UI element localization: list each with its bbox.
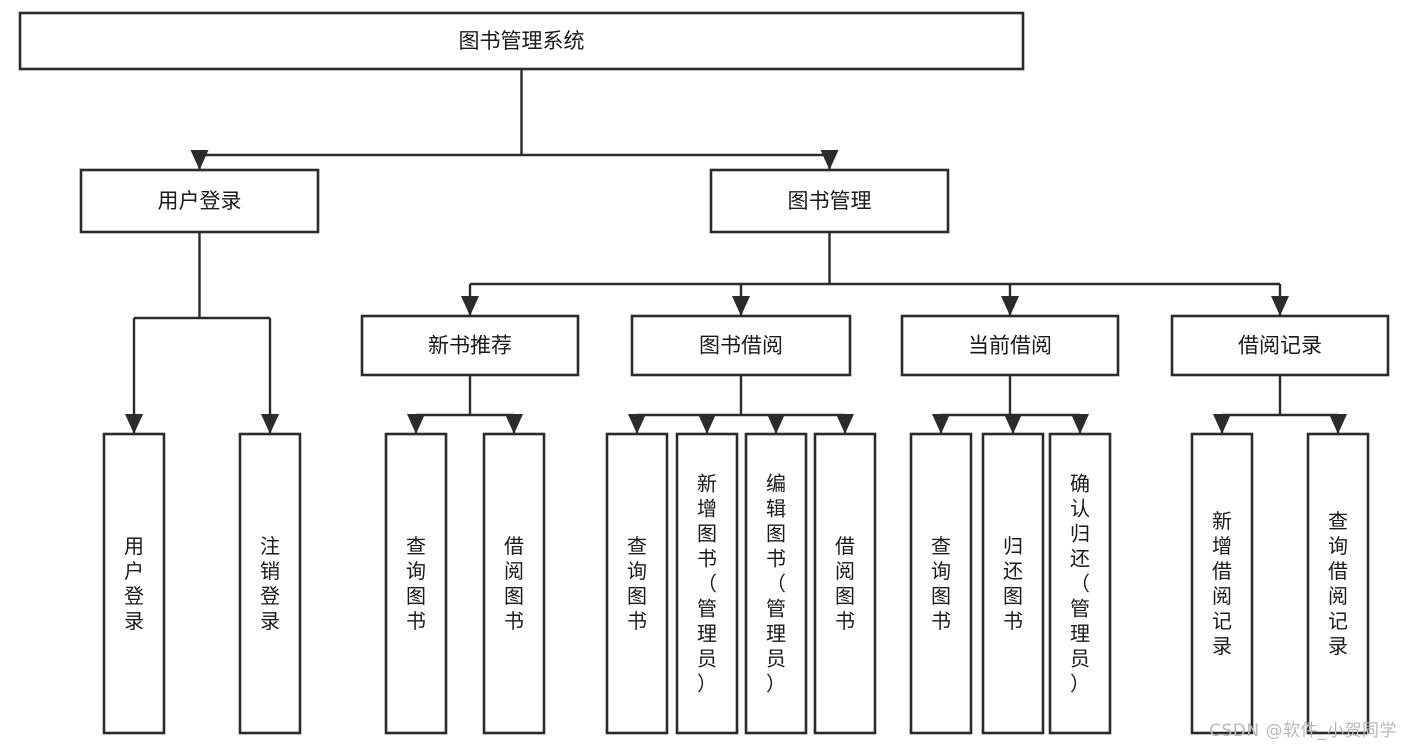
arrowhead-icon	[932, 414, 950, 434]
node-box-query-book-current[interactable]	[909, 432, 973, 735]
node-box-edit-book-admin[interactable]	[744, 432, 808, 735]
node-edit-book-admin[interactable]: 编辑图书（管理员）	[744, 432, 808, 735]
arrowhead-icon	[461, 296, 479, 316]
arrowhead-icon	[1271, 296, 1289, 316]
arrowhead-icon	[767, 414, 785, 434]
node-label-query-book-borrow: 查询图书	[627, 534, 647, 633]
node-current-borrow[interactable]: 当前借阅	[900, 314, 1120, 377]
node-user-logout-leaf[interactable]: 注销登录	[238, 432, 302, 735]
node-label-user-login-leaf: 用户登录	[124, 534, 144, 633]
node-box-query-book-rec[interactable]	[384, 432, 448, 735]
node-box-user-login[interactable]	[79, 168, 320, 234]
node-confirm-return-admin[interactable]: 确认归还（管理员）	[1048, 432, 1112, 735]
node-label-confirm-return-admin: 确认归还（管理员）	[1070, 472, 1090, 696]
node-box-user-login-leaf[interactable]	[102, 432, 166, 735]
arrowhead-icon	[505, 414, 523, 434]
arrowhead-icon	[1071, 414, 1089, 434]
arrowhead-icon	[125, 414, 143, 434]
node-user-login-leaf[interactable]: 用户登录	[102, 432, 166, 735]
node-box-query-book-borrow[interactable]	[605, 432, 669, 735]
node-add-borrow-record[interactable]: 新增借阅记录	[1190, 432, 1254, 735]
node-label-book-borrow: 图书借阅	[699, 334, 783, 358]
node-label-add-borrow-record: 新增借阅记录	[1212, 509, 1232, 658]
node-label-root: 图书管理系统	[459, 29, 585, 53]
node-label-edit-book-admin: 编辑图书（管理员）	[766, 472, 786, 696]
node-label-query-book-current: 查询图书	[931, 534, 951, 633]
node-user-login[interactable]: 用户登录	[79, 168, 320, 234]
node-box-borrow-book-borrow[interactable]	[813, 432, 877, 735]
node-box-book-borrow[interactable]	[630, 314, 852, 377]
node-label-user-logout-leaf: 注销登录	[260, 534, 280, 633]
arrowhead-icon	[261, 414, 279, 434]
node-label-borrow-book-rec: 借阅图书	[504, 534, 524, 633]
node-box-current-borrow[interactable]	[900, 314, 1120, 377]
node-box-new-book-recommend[interactable]	[360, 314, 580, 377]
node-box-borrow-record[interactable]	[1170, 314, 1390, 377]
node-add-book-admin[interactable]: 新增图书（管理员）	[675, 432, 739, 735]
node-box-confirm-return-admin[interactable]	[1048, 432, 1112, 735]
node-boxes: 图书管理系统用户登录图书管理新书推荐图书借阅当前借阅借阅记录用户登录注销登录查询…	[18, 11, 1390, 735]
node-new-book-recommend[interactable]: 新书推荐	[360, 314, 580, 377]
arrowhead-icon	[732, 296, 750, 316]
node-box-book-manage[interactable]	[709, 168, 950, 234]
node-borrow-book-borrow[interactable]: 借阅图书	[813, 432, 877, 735]
arrowhead-icon	[1213, 414, 1231, 434]
arrowhead-icon	[1004, 414, 1022, 434]
node-book-manage[interactable]: 图书管理	[709, 168, 950, 234]
arrowhead-icon	[836, 414, 854, 434]
node-label-current-borrow: 当前借阅	[968, 334, 1052, 358]
node-label-query-borrow-record: 查询借阅记录	[1328, 509, 1348, 658]
node-borrow-record[interactable]: 借阅记录	[1170, 314, 1390, 377]
node-query-book-borrow[interactable]: 查询图书	[605, 432, 669, 735]
node-return-book[interactable]: 归还图书	[981, 432, 1045, 735]
node-label-borrow-book-borrow: 借阅图书	[835, 534, 855, 633]
node-label-user-login: 用户登录	[158, 189, 242, 213]
arrowhead-icon	[190, 150, 209, 170]
node-label-query-book-rec: 查询图书	[406, 534, 426, 633]
node-box-query-borrow-record[interactable]	[1306, 432, 1370, 735]
node-label-return-book: 归还图书	[1003, 534, 1023, 633]
node-box-borrow-book-rec[interactable]	[482, 432, 546, 735]
node-box-add-borrow-record[interactable]	[1190, 432, 1254, 735]
node-label-book-manage: 图书管理	[788, 189, 872, 213]
node-borrow-book-rec[interactable]: 借阅图书	[482, 432, 546, 735]
node-box-return-book[interactable]	[981, 432, 1045, 735]
node-root[interactable]: 图书管理系统	[18, 11, 1025, 71]
node-box-root[interactable]	[18, 11, 1025, 71]
node-query-borrow-record[interactable]: 查询借阅记录	[1306, 432, 1370, 735]
node-book-borrow[interactable]: 图书借阅	[630, 314, 852, 377]
node-label-add-book-admin: 新增图书（管理员）	[697, 472, 717, 696]
connector-edges	[125, 69, 1347, 434]
node-box-add-book-admin[interactable]	[675, 432, 739, 735]
node-label-borrow-record: 借阅记录	[1238, 334, 1322, 358]
node-query-book-current[interactable]: 查询图书	[909, 432, 973, 735]
arrowhead-icon	[1329, 414, 1347, 434]
arrowhead-icon	[698, 414, 716, 434]
node-box-user-logout-leaf[interactable]	[238, 432, 302, 735]
node-label-new-book-recommend: 新书推荐	[428, 334, 512, 358]
arrowhead-icon	[628, 414, 646, 434]
arrowhead-icon	[1001, 296, 1019, 316]
node-query-book-rec[interactable]: 查询图书	[384, 432, 448, 735]
arrowhead-icon	[407, 414, 425, 434]
arrowhead-icon	[820, 150, 839, 170]
